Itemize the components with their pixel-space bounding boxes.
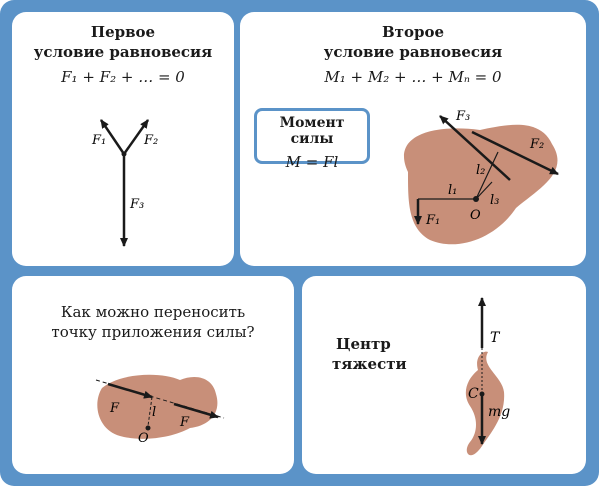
panel-center-of-gravity: Центр тяжести T C mg bbox=[302, 276, 586, 474]
label-l2: l₂ bbox=[476, 163, 485, 178]
moment-of-force-box: Момент силы M = Fl bbox=[254, 108, 370, 171]
label-f3: F₃ bbox=[129, 197, 144, 212]
hanging-body-shape bbox=[465, 351, 505, 456]
first-condition-title-line2: условие равновесия bbox=[33, 43, 213, 61]
pivot-point bbox=[145, 425, 151, 431]
force-f3-arrow bbox=[439, 115, 511, 181]
label-f-left: F bbox=[109, 401, 120, 416]
force-transfer-diagram: F F l O bbox=[95, 374, 225, 446]
label-c: C bbox=[468, 386, 479, 402]
label-l: l bbox=[152, 405, 156, 420]
label-f3: F₃ bbox=[455, 109, 470, 124]
force-f-right-arrow bbox=[173, 402, 219, 419]
label-l1: l₁ bbox=[448, 183, 457, 198]
first-condition-title-line1: Первое bbox=[90, 23, 156, 41]
first-condition-force-diagram: F₁ F₂ F₃ bbox=[91, 119, 158, 247]
moment-formula: M = Fl bbox=[285, 153, 339, 171]
second-condition-title-line2: условие равновесия bbox=[323, 43, 503, 61]
center-point-c bbox=[479, 391, 485, 397]
center-of-gravity-diagram: T C mg bbox=[465, 297, 510, 456]
moment-body-diagram: O F₁ F₂ F₃ l₁ l₂ l₃ bbox=[403, 109, 559, 245]
label-f1: F₁ bbox=[425, 213, 440, 228]
question-line1: Как можно переносить bbox=[60, 303, 246, 321]
question-line2: точку приложения силы? bbox=[51, 323, 255, 341]
lever-arm-l3 bbox=[475, 181, 493, 200]
first-condition-formula: F₁ + F₂ + … = 0 bbox=[61, 68, 185, 86]
panel-force-transfer: Как можно переносить точку приложения си… bbox=[12, 276, 294, 474]
lever-arm-l2 bbox=[475, 151, 499, 200]
label-mg: mg bbox=[488, 404, 510, 420]
center-of-gravity-title-line1: Центр bbox=[336, 335, 391, 353]
panel-first-condition: Первое условие равновесия F₁ + F₂ + … = … bbox=[12, 12, 234, 266]
application-point bbox=[121, 151, 127, 157]
label-f2: F₂ bbox=[143, 133, 158, 148]
label-t: T bbox=[490, 330, 501, 346]
second-condition-title-line1: Второе bbox=[381, 23, 444, 41]
panel-second-condition: Второе условие равновесия M₁ + M₂ + … + … bbox=[240, 12, 586, 266]
second-condition-formula: M₁ + M₂ + … + Mₙ = 0 bbox=[324, 68, 502, 86]
pivot-point bbox=[473, 196, 479, 202]
force-f1-arrow bbox=[99, 119, 126, 155]
label-o: O bbox=[138, 431, 149, 446]
label-f-right: F bbox=[179, 415, 190, 430]
center-of-gravity-title-line2: тяжести bbox=[332, 355, 407, 373]
moment-title: Момент силы bbox=[279, 115, 345, 147]
label-o: O bbox=[470, 208, 481, 223]
label-f1: F₁ bbox=[91, 133, 106, 148]
force-f2-arrow bbox=[122, 119, 150, 155]
force-f2-arrow bbox=[471, 130, 559, 176]
label-l3: l₃ bbox=[490, 193, 499, 208]
force-f-left-arrow bbox=[107, 382, 153, 399]
label-f2: F₂ bbox=[529, 137, 544, 152]
